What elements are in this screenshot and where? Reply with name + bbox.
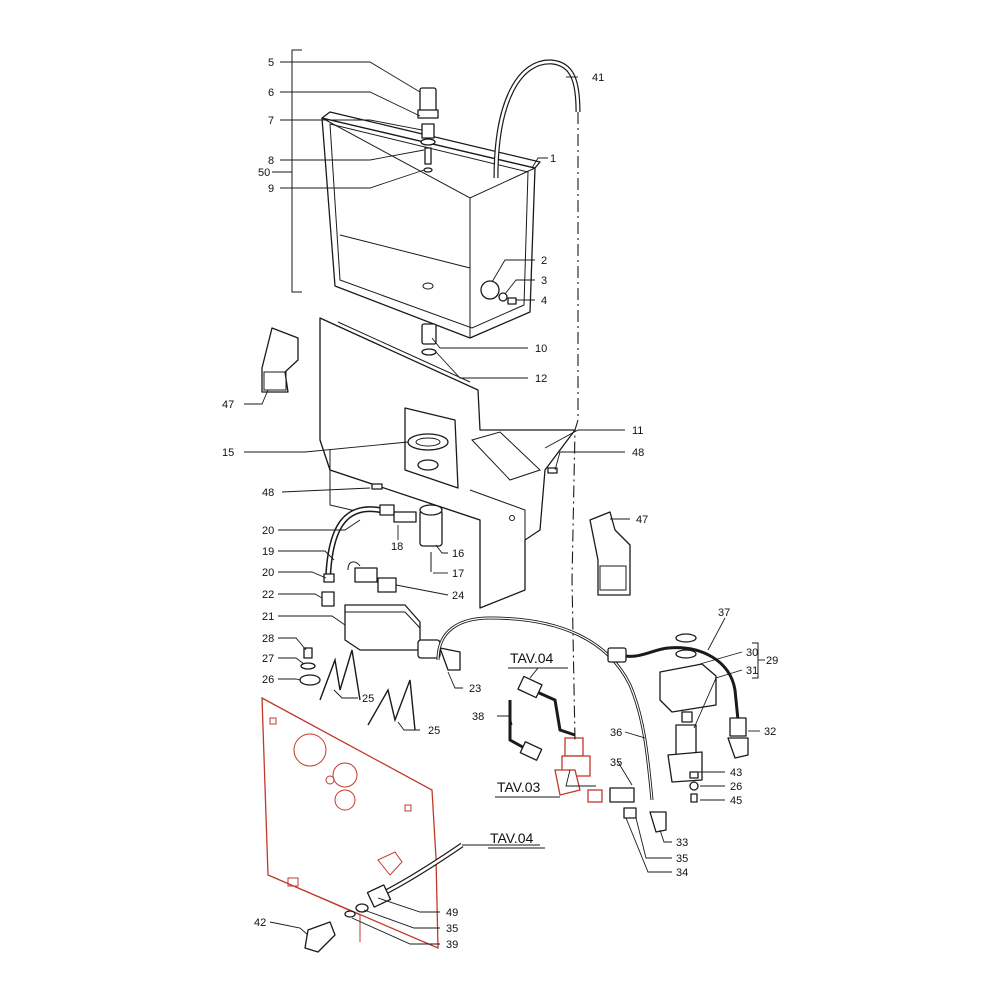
callout-50: 50 <box>258 167 270 179</box>
callout-48-right: 48 <box>632 447 644 459</box>
callout-49: 49 <box>446 907 458 919</box>
inlet-fitting-stack <box>417 87 439 173</box>
callout-42: 42 <box>254 917 266 929</box>
clip-47-left <box>261 327 299 393</box>
callout-34: 34 <box>676 867 688 879</box>
hose-fittings <box>321 504 417 607</box>
water-tank <box>321 111 541 339</box>
solenoid-valve-16 <box>419 504 443 572</box>
callout-33: 33 <box>676 837 688 849</box>
callout-15: 15 <box>222 447 234 459</box>
solenoid-valve-assembly <box>607 633 749 803</box>
callout-45: 45 <box>730 795 742 807</box>
callout-21: 21 <box>262 611 274 623</box>
callout-6: 6 <box>268 87 274 99</box>
callout-20-b: 20 <box>262 567 274 579</box>
callout-19: 19 <box>262 546 274 558</box>
tee-fittings <box>609 787 667 833</box>
callout-25-b: 25 <box>428 725 440 737</box>
callout-31: 31 <box>746 665 758 677</box>
boiler-flange <box>407 433 449 471</box>
callout-labels: 5 6 7 8 9 50 1 41 2 3 4 10 12 11 48 15 4… <box>222 57 778 951</box>
callout-47-right: 47 <box>636 514 648 526</box>
pipe-38 <box>508 675 576 761</box>
callout-24: 24 <box>452 590 464 602</box>
callout-37: 37 <box>718 607 730 619</box>
callout-16: 16 <box>452 548 464 560</box>
callout-32: 32 <box>764 726 776 738</box>
spring-25-b <box>367 679 416 731</box>
vibration-pump <box>344 604 461 671</box>
spring-25-a <box>319 649 361 701</box>
callout-48-left: 48 <box>262 487 274 499</box>
callout-30: 30 <box>746 647 758 659</box>
callout-11: 11 <box>632 425 643 437</box>
screw-48-right <box>547 467 558 474</box>
callout-26-right: 26 <box>730 781 742 793</box>
callout-3: 3 <box>541 275 547 287</box>
callout-41: 41 <box>592 72 604 84</box>
callout-5: 5 <box>268 57 274 69</box>
callout-10: 10 <box>535 343 547 355</box>
tav-04-bottom: TAV.04 <box>490 830 534 846</box>
callout-43: 43 <box>730 767 742 779</box>
callout-28: 28 <box>262 633 274 645</box>
centerline <box>571 112 579 741</box>
clip-47-right <box>589 511 631 596</box>
callout-47-left: 47 <box>222 399 234 411</box>
callout-12: 12 <box>535 373 547 385</box>
callout-39: 39 <box>446 939 458 951</box>
callout-17: 17 <box>452 568 464 580</box>
pipe-36 <box>436 616 654 801</box>
callout-25-a: 25 <box>362 693 374 705</box>
bottom-fittings <box>304 884 392 953</box>
tav-references: TAV.04 TAV.03 TAV.04 <box>488 650 568 849</box>
callout-35-b: 35 <box>676 853 688 865</box>
mount-hardware <box>299 647 321 686</box>
callout-35-c: 35 <box>446 923 458 935</box>
callout-1: 1 <box>550 153 556 165</box>
pipe-37 <box>617 646 740 721</box>
callout-27: 27 <box>262 653 274 665</box>
wire-harness <box>347 561 397 593</box>
tav-04-top: TAV.04 <box>510 650 554 666</box>
callout-4: 4 <box>541 295 547 307</box>
callout-2: 2 <box>541 255 547 267</box>
callout-38: 38 <box>472 711 484 723</box>
outlet-fitting <box>421 323 437 356</box>
tav-03: TAV.03 <box>497 779 541 795</box>
callout-18: 18 <box>391 541 403 553</box>
callout-7: 7 <box>268 115 274 127</box>
assembly-50-bracket <box>272 49 302 293</box>
callout-22: 22 <box>262 589 274 601</box>
tee-fitting-highlight <box>554 737 603 803</box>
level-sensor <box>480 280 517 305</box>
screw-48-left <box>371 483 383 490</box>
callout-35-a: 35 <box>610 757 622 769</box>
callout-26-left: 26 <box>262 674 274 686</box>
callout-9: 9 <box>268 183 274 195</box>
callout-36: 36 <box>610 727 622 739</box>
callout-20-a: 20 <box>262 525 274 537</box>
callout-29: 29 <box>766 655 778 667</box>
callout-23: 23 <box>469 683 481 695</box>
callout-8: 8 <box>268 155 274 167</box>
